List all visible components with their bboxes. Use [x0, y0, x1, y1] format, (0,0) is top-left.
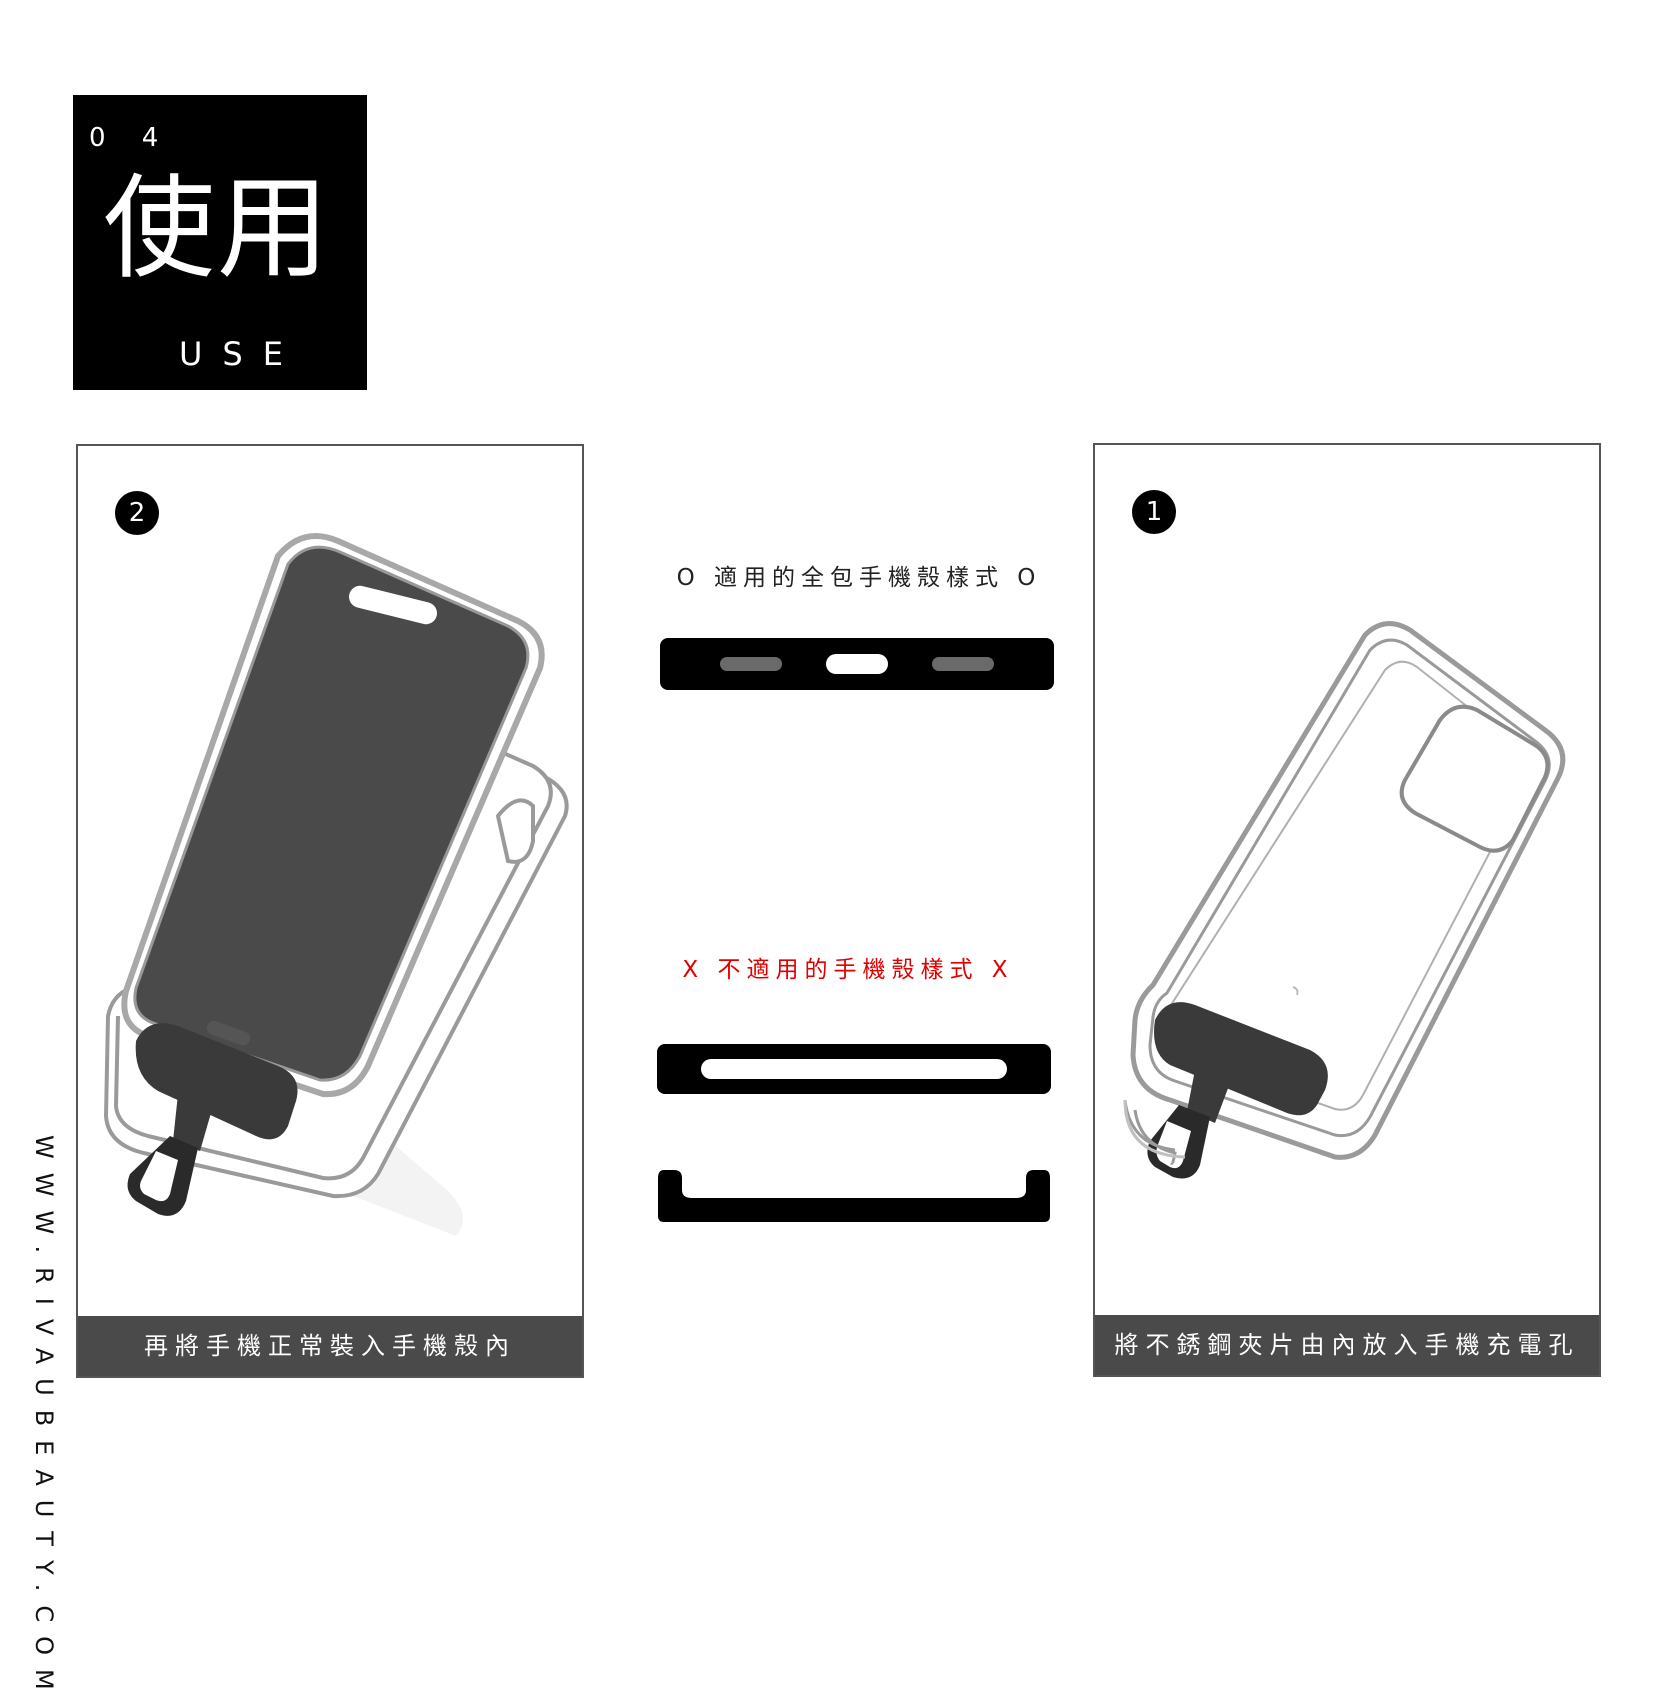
suitable-case-label: O 適用的全包手機殼樣式 O: [676, 565, 1042, 591]
step-2-caption: 再將手機正常裝入手機殼內: [78, 1316, 582, 1376]
website-url: WWW.RIVAUBEAUTY.COM: [30, 1135, 58, 1704]
step-1-badge: 1: [1132, 490, 1176, 534]
step-1-panel: 1 將不銹鋼夾片由內放入手機充電孔: [1093, 443, 1601, 1377]
unsuitable-case-profile-2: [658, 1170, 1050, 1222]
clip-into-port-illustration: [1123, 621, 1566, 1179]
step-2-badge: 2: [115, 491, 159, 535]
section-title: 使用: [103, 164, 331, 294]
step-2-panel: 2 再將手機正常裝入手機殼內: [76, 444, 584, 1378]
section-subtitle: USE: [179, 335, 303, 373]
suitable-case-profile: [660, 638, 1054, 690]
section-header: 0 4 使用 USE: [73, 95, 367, 390]
phone-into-case-illustration: [103, 533, 569, 1236]
step-1-caption: 將不銹鋼夾片由內放入手機充電孔: [1095, 1315, 1599, 1375]
unsuitable-case-profile-1: [657, 1044, 1051, 1094]
section-number: 0 4: [89, 123, 173, 153]
unsuitable-case-label: X 不適用的手機殼樣式 X: [682, 957, 1014, 983]
